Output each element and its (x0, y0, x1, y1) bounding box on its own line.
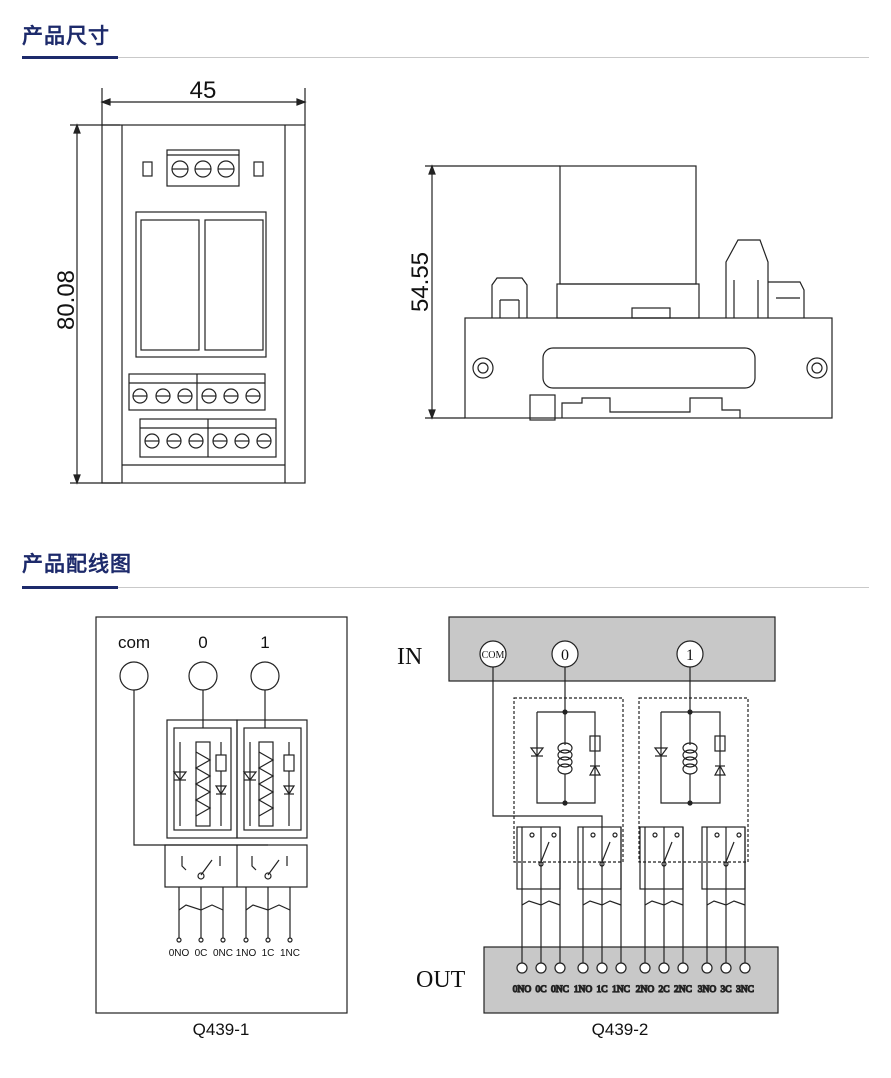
caption-q439-1: Q439-1 (193, 1020, 250, 1039)
terminal-label-1NC: 1NC (612, 985, 630, 995)
terminal-label-3NO: 3NO (698, 985, 717, 995)
input-label-1: 1 (260, 633, 269, 652)
terminal-label-3C: 3C (720, 985, 731, 995)
terminal-label-0C: 0C (535, 985, 546, 995)
contact-point (652, 832, 658, 838)
input-label-com: com (118, 633, 150, 652)
terminal-label-0NO: 0NO (513, 985, 532, 995)
wiring-diagram-q439-2: IN OUT COM 0 1 (397, 616, 779, 1039)
terminal-label-1NC: 1NC (280, 948, 300, 959)
terminal-label-1NO: 1NO (574, 985, 593, 995)
terminal-label-1NO: 1NO (236, 948, 257, 959)
wiring-diagram-q439-1: com 0 1 (95, 616, 348, 1039)
input-label-0: 0 (561, 647, 569, 664)
front-view: 45 80.08 (53, 77, 307, 485)
terminal-point (739, 962, 751, 974)
contact-point (674, 832, 680, 838)
side-view: 54.55 (407, 164, 833, 421)
terminal-point (554, 962, 566, 974)
contact-switch (540, 841, 550, 863)
contact-point (612, 832, 618, 838)
contact-point (551, 832, 557, 838)
section-divider (22, 57, 869, 58)
input-label-0: 0 (198, 633, 207, 652)
dim-width: 45 (190, 77, 217, 104)
terminal-label-0C: 0C (195, 948, 208, 959)
terminal-label-0NC: 0NC (551, 985, 569, 995)
terminal-label-1C: 1C (262, 948, 275, 959)
contact-switch (725, 841, 735, 863)
terminal-point (596, 962, 608, 974)
contact-point (529, 832, 535, 838)
section-accent (22, 586, 118, 589)
section-divider (22, 587, 869, 588)
relay-contacts (521, 832, 746, 906)
terminal-label-2NO: 2NO (636, 985, 655, 995)
contact-point (714, 832, 720, 838)
terminal-label-2C: 2C (658, 985, 669, 995)
terminal-point (701, 962, 713, 974)
input-label-1: 1 (686, 647, 694, 664)
section-accent (22, 56, 118, 59)
terminal-point (658, 962, 670, 974)
terminal-point (720, 962, 732, 974)
contact-switch (601, 841, 611, 863)
dim-height: 80.08 (53, 270, 80, 330)
label-out: OUT (416, 967, 466, 993)
terminal-label-1C: 1C (596, 985, 607, 995)
section-title-wiring: 产品配线图 (22, 552, 132, 576)
terminal-label-2NC: 2NC (674, 985, 692, 995)
section-title-dimensions: 产品尺寸 (22, 24, 110, 48)
terminal-point (639, 962, 651, 974)
dim-side-height: 54.55 (407, 252, 434, 312)
contact-switch (663, 841, 673, 863)
terminal-label-0NC: 0NC (213, 948, 233, 959)
terminal-label-3NC: 3NC (736, 985, 754, 995)
input-label-com: COM (482, 650, 505, 661)
terminal-point (677, 962, 689, 974)
terminal-label-0NO: 0NO (169, 948, 190, 959)
label-in: IN (397, 644, 422, 670)
contact-point (736, 832, 742, 838)
contact-point (590, 832, 596, 838)
caption-q439-2: Q439-2 (592, 1020, 649, 1039)
terminal-point (516, 962, 528, 974)
terminal-point (535, 962, 547, 974)
terminal-point (577, 962, 589, 974)
terminal-point (615, 962, 627, 974)
